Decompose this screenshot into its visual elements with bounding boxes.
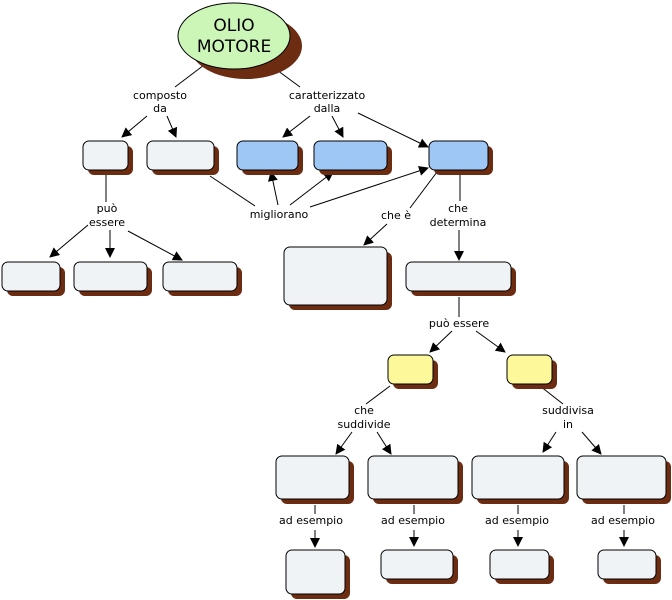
node-blue-2[interactable] bbox=[313, 140, 392, 175]
connector-line bbox=[209, 175, 256, 207]
node-gray-14[interactable] bbox=[489, 549, 554, 584]
connector-line bbox=[267, 171, 279, 206]
node-yellow-2[interactable] bbox=[506, 354, 557, 389]
nodes bbox=[1, 140, 671, 599]
connector-line bbox=[166, 115, 178, 138]
node-yellow-1-shape bbox=[387, 354, 434, 385]
node-gray-8[interactable] bbox=[275, 455, 354, 504]
connector-line bbox=[365, 385, 391, 405]
node-gray-11[interactable] bbox=[576, 455, 671, 504]
connector-line bbox=[121, 115, 148, 138]
node-blue-3[interactable] bbox=[428, 140, 493, 175]
central-node-shape bbox=[177, 2, 291, 70]
link-label-composto-1: composto bbox=[133, 89, 187, 102]
central-node-line1: OLIO bbox=[213, 16, 254, 36]
connector-line bbox=[363, 223, 388, 246]
node-gray-11-shape bbox=[576, 455, 667, 500]
node-gray-9-shape bbox=[367, 455, 459, 500]
node-yellow-1[interactable] bbox=[387, 354, 438, 389]
connector-line bbox=[376, 431, 392, 455]
node-gray-2-shape bbox=[146, 140, 215, 171]
link-label-puo-essere-left-1: può bbox=[97, 202, 118, 215]
link-label-che-suddivide-2: suddivide bbox=[337, 418, 390, 431]
node-gray-6-shape bbox=[283, 246, 388, 306]
node-gray-4[interactable] bbox=[73, 261, 152, 296]
link-label-suddivisa-in-1: suddivisa bbox=[542, 404, 594, 417]
link-label-caratterizzato-1: caratterizzato bbox=[289, 89, 366, 102]
connector-line bbox=[357, 112, 429, 148]
connectors bbox=[49, 61, 629, 548]
node-gray-13[interactable] bbox=[380, 549, 458, 584]
link-label-migliorano: migliorano bbox=[250, 208, 309, 221]
node-blue-2-shape bbox=[313, 140, 388, 171]
link-label-ad-esempio-3: ad esempio bbox=[485, 514, 549, 527]
node-gray-10[interactable] bbox=[471, 455, 569, 504]
connector-line bbox=[409, 171, 438, 209]
node-blue-1-shape bbox=[236, 140, 299, 171]
connector-line bbox=[49, 224, 89, 258]
connector-line bbox=[429, 330, 453, 353]
node-gray-14-shape bbox=[489, 549, 550, 580]
link-label-che-e: che è bbox=[381, 209, 411, 222]
link-label-composto-2: da bbox=[153, 102, 167, 115]
connector-line bbox=[542, 431, 557, 453]
node-gray-12[interactable] bbox=[285, 549, 350, 599]
node-gray-15-shape bbox=[597, 549, 657, 580]
link-label-che-determina-1: che bbox=[448, 202, 468, 215]
node-gray-5-shape bbox=[162, 261, 238, 292]
connector-line bbox=[331, 115, 344, 138]
node-gray-9[interactable] bbox=[367, 455, 463, 504]
connector-line bbox=[335, 431, 353, 455]
link-label-ad-esempio-1: ad esempio bbox=[279, 514, 343, 527]
central-node[interactable]: OLIO MOTORE bbox=[177, 2, 302, 79]
node-gray-12-shape bbox=[285, 549, 346, 595]
connector-line bbox=[127, 230, 183, 261]
link-label-che-suddivide-1: che bbox=[354, 404, 374, 417]
connector-line bbox=[309, 166, 429, 208]
link-label-ad-esempio-2: ad esempio bbox=[381, 514, 445, 527]
link-label-ad-esempio-4: ad esempio bbox=[591, 514, 655, 527]
node-blue-3-shape bbox=[428, 140, 489, 171]
node-gray-7[interactable] bbox=[405, 261, 516, 296]
central-node-line2: MOTORE bbox=[197, 37, 271, 57]
node-gray-3[interactable] bbox=[1, 261, 65, 296]
node-gray-7-shape bbox=[405, 261, 512, 292]
node-blue-1[interactable] bbox=[236, 140, 303, 175]
node-gray-1[interactable] bbox=[82, 140, 133, 175]
node-gray-8-shape bbox=[275, 455, 350, 500]
connector-line bbox=[581, 431, 602, 455]
link-labels: composto da caratterizzato dalla può ess… bbox=[89, 89, 655, 527]
link-label-puo-essere-mid: può essere bbox=[429, 317, 489, 330]
connector-line bbox=[282, 115, 311, 138]
node-gray-1-shape bbox=[82, 140, 129, 171]
node-gray-15[interactable] bbox=[597, 549, 661, 584]
node-gray-2[interactable] bbox=[146, 140, 219, 175]
node-gray-3-shape bbox=[1, 261, 61, 292]
link-label-suddivisa-in-2: in bbox=[563, 418, 573, 431]
node-gray-4-shape bbox=[73, 261, 148, 292]
node-gray-5[interactable] bbox=[162, 261, 242, 296]
node-gray-10-shape bbox=[471, 455, 565, 500]
link-label-puo-essere-left-2: essere bbox=[89, 216, 125, 229]
node-gray-13-shape bbox=[380, 549, 454, 580]
node-yellow-2-shape bbox=[506, 354, 553, 385]
link-label-che-determina-2: determina bbox=[430, 216, 487, 229]
connector-line bbox=[289, 171, 334, 206]
connector-line bbox=[475, 330, 506, 353]
link-label-caratterizzato-2: dalla bbox=[314, 102, 341, 115]
node-gray-6[interactable] bbox=[283, 246, 392, 310]
